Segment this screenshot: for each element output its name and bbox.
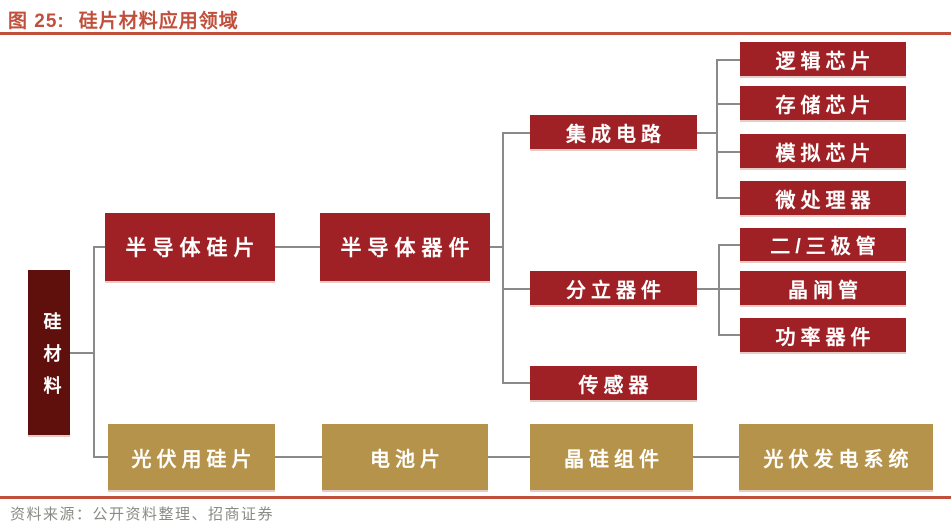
connector-line	[716, 59, 718, 198]
node-semiconductor-wafer: 半导体硅片	[105, 213, 275, 281]
node-root-label: 硅材料	[41, 311, 62, 408]
connector-line	[718, 288, 740, 290]
connector-line	[502, 132, 504, 384]
connector-line	[70, 352, 93, 354]
connector-line	[718, 334, 740, 336]
figure-number: 图 25:	[8, 11, 65, 32]
connector-line	[697, 132, 716, 134]
node-diode-triode: 二/三极管	[740, 228, 906, 261]
node-pv-wafer: 光伏用硅片	[108, 424, 275, 490]
connector-line	[716, 151, 740, 153]
connector-line	[718, 244, 740, 246]
connector-line	[93, 246, 95, 458]
node-semiconductor-device: 半导体器件	[320, 213, 490, 281]
connector-line	[502, 132, 530, 134]
node-pv-power-system: 光伏发电系统	[739, 424, 933, 490]
connector-line	[697, 288, 718, 290]
node-memory-chip: 存储芯片	[740, 86, 906, 120]
title-underline	[0, 32, 951, 35]
node-microprocessor: 微处理器	[740, 181, 906, 215]
connector-line	[275, 246, 320, 248]
node-integrated-circuit: 集成电路	[530, 115, 697, 149]
footer-rule	[0, 496, 951, 499]
node-crystalline-module: 晶硅组件	[530, 424, 693, 490]
source-note: 资料来源：公开资料整理、招商证券	[10, 506, 275, 523]
node-analog-chip: 模拟芯片	[740, 134, 906, 168]
node-power-device: 功率器件	[740, 318, 906, 352]
node-solar-cell: 电池片	[322, 424, 488, 490]
node-sensor: 传感器	[530, 366, 697, 400]
connector-line	[502, 288, 530, 290]
connector-line	[488, 456, 530, 458]
connector-line	[693, 456, 739, 458]
figure-title: 图 25: 硅片材料应用领域	[8, 6, 239, 33]
node-thyristor: 晶闸管	[740, 271, 906, 305]
connector-line	[93, 456, 108, 458]
connector-line	[502, 382, 530, 384]
connector-line	[275, 456, 322, 458]
connector-line	[716, 103, 740, 105]
node-root-silicon-material: 硅材料	[28, 270, 70, 435]
node-discrete-device: 分立器件	[530, 271, 697, 305]
figure-title-text: 硅片材料应用领域	[78, 11, 239, 32]
connector-line	[716, 197, 740, 199]
node-logic-chip: 逻辑芯片	[740, 42, 906, 76]
connector-line	[490, 246, 502, 248]
connector-line	[93, 246, 105, 248]
connector-line	[716, 59, 740, 61]
